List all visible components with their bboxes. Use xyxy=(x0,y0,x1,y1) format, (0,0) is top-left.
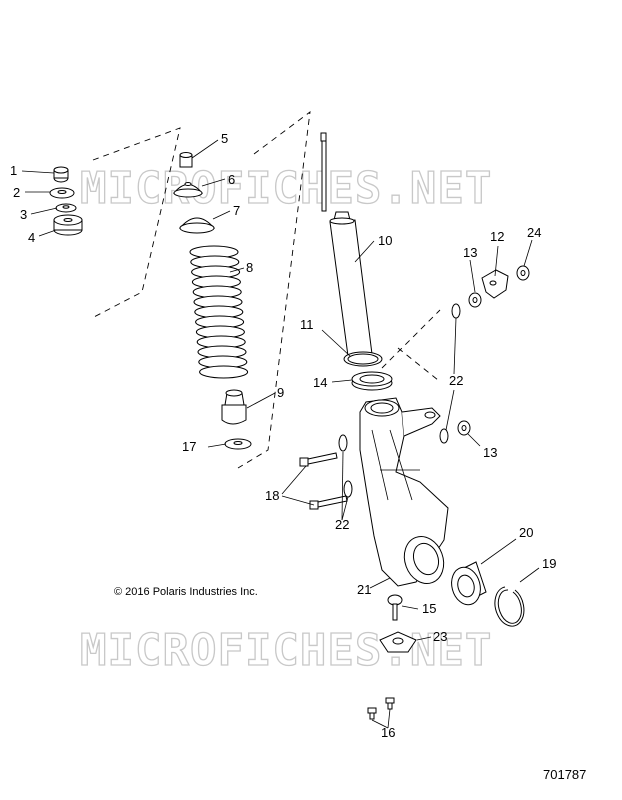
callout-12: 12 xyxy=(490,229,504,244)
callout-2: 2 xyxy=(13,185,20,200)
callout-18: 18 xyxy=(265,488,279,503)
spring-seat-part-6 xyxy=(172,182,204,198)
leader-lines xyxy=(21,139,540,729)
callout-7: 7 xyxy=(233,203,240,218)
washer-part-3 xyxy=(55,203,77,213)
figure-number: 701787 xyxy=(543,767,586,782)
washer-part-17 xyxy=(224,438,252,450)
coil-spring-part-8 xyxy=(189,245,249,379)
callout-24: 24 xyxy=(527,225,541,240)
bracket-clip-part-12 xyxy=(481,269,509,299)
copyright-text: © 2016 Polaris Industries Inc. xyxy=(114,586,258,598)
snap-ring-part-19 xyxy=(494,586,525,627)
spring-coil xyxy=(199,365,249,379)
callout-22-right: 22 xyxy=(449,373,463,388)
callout-6: 6 xyxy=(228,172,235,187)
watermark-top: MICROFICHES.NET xyxy=(80,163,492,214)
callout-8: 8 xyxy=(246,260,253,275)
bolts-part-18 xyxy=(299,452,348,510)
bump-stop-part-9 xyxy=(221,389,247,425)
washer-part-2 xyxy=(49,187,75,199)
nut-part-5 xyxy=(179,152,193,168)
wheel-bearing-part-20 xyxy=(451,561,487,606)
watermark-bottom: MICROFICHES.NET xyxy=(80,625,492,676)
ball-joint-part-15 xyxy=(387,594,403,621)
callout-22-left: 22 xyxy=(335,517,349,532)
nut-part-1 xyxy=(53,166,69,183)
callout-3: 3 xyxy=(20,207,27,222)
steering-knuckle-part-21 xyxy=(359,397,449,587)
callout-10: 10 xyxy=(378,233,392,248)
callout-17: 17 xyxy=(182,439,196,454)
callout-9: 9 xyxy=(277,385,284,400)
callout-19: 19 xyxy=(542,556,556,571)
callout-11: 11 xyxy=(300,317,314,332)
callout-23: 23 xyxy=(433,629,447,644)
callout-5: 5 xyxy=(221,131,228,146)
assembly-guide-lines xyxy=(91,111,441,469)
callout-21: 21 xyxy=(357,582,371,597)
nut-part-24 xyxy=(516,265,530,281)
callout-16: 16 xyxy=(381,725,395,740)
callout-14: 14 xyxy=(313,375,327,390)
callout-13-upper: 13 xyxy=(463,245,477,260)
spring-cup-part-7 xyxy=(178,217,216,234)
plate-part-23 xyxy=(379,631,417,653)
nuts-part-13 xyxy=(457,292,482,436)
callout-15: 15 xyxy=(422,601,436,616)
callout-20: 20 xyxy=(519,525,533,540)
callout-numbers: 1 2 3 4 5 6 7 8 9 10 11 12 13 13 14 15 1… xyxy=(10,131,556,740)
retaining-nut-part-14 xyxy=(351,371,393,391)
callout-13-lower: 13 xyxy=(483,445,497,460)
callout-1: 1 xyxy=(10,163,17,178)
seal-ring-part-11 xyxy=(343,351,383,367)
screws-part-16 xyxy=(367,697,395,720)
callout-4: 4 xyxy=(28,230,35,245)
bushing-part-4 xyxy=(53,214,83,236)
